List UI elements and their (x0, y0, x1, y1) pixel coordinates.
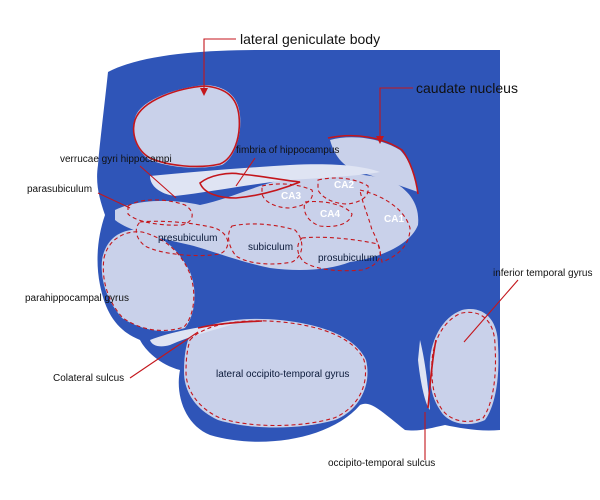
label-presubiculum: presubiculum (158, 233, 217, 244)
label-lateral-occipito-temporal-gyrus: lateral occipito-temporal gyrus (216, 369, 349, 380)
brain-section (97, 50, 501, 442)
label-fimbria-of-hippocampus: fimbria of hippocampus (236, 145, 339, 156)
grey-matter-caudate (330, 137, 418, 192)
label-ca3: CA3 (281, 191, 301, 202)
leader-collateral-sulcus (129, 331, 199, 379)
label-subiculum: subiculum (248, 242, 293, 253)
outline-prosubiculum (297, 236, 381, 272)
label-lateral-geniculate-body: lateral geniculate body (240, 31, 380, 47)
ventricle-gap (150, 164, 380, 196)
outline-caudate-nucleus (327, 134, 419, 195)
label-prosubiculum: prosubiculum (318, 253, 377, 264)
label-parahippocampal-gyrus: parahippocampal gyrus (25, 293, 129, 304)
grey-matter-geniculate (133, 85, 241, 168)
leader-lines (97, 38, 519, 460)
outline-lateral-geniculate-body (132, 85, 241, 168)
inside-labels: presubiculum subiculum prosubiculum late… (158, 180, 404, 380)
outline-inferior-temporal-gyrus (431, 311, 496, 422)
outline-ca2 (317, 177, 369, 205)
label-verrucae-gyri-hippocampi: verrucae gyri hippocampi (60, 154, 172, 165)
leader-inferior-temporal-gyrus (463, 279, 519, 343)
label-ca4: CA4 (320, 209, 340, 220)
occipito-temporal-sulcus-gap (418, 340, 430, 410)
outline-subiculum (227, 223, 303, 265)
label-inferior-temporal-gyrus: inferior temporal gyrus (493, 268, 592, 279)
outline-ca4 (303, 200, 353, 228)
label-occipito-temporal-sulcus: occipito-temporal sulcus (328, 458, 435, 469)
outline-lateral-occipito-temporal-gyrus (185, 320, 366, 426)
annotation-outlines (102, 85, 496, 426)
leader-caudate-nucleus (379, 87, 413, 138)
leader-parasubiculum (97, 192, 131, 209)
outline-collateral-sulcus (197, 320, 263, 329)
label-ca1: CA1 (384, 214, 404, 225)
label-parasubiculum: parasubiculum (27, 184, 92, 195)
grey-matter-parahippocampal (101, 229, 195, 332)
label-caudate-nucleus: caudate nucleus (416, 80, 518, 96)
leader-lateral-geniculate-body (203, 38, 236, 90)
grey-matter-inferior-temporal (429, 309, 499, 425)
label-ca2: CA2 (334, 180, 354, 191)
grey-matter-hippocampus (115, 173, 419, 270)
outline-parahippocampal-gyrus (102, 231, 195, 331)
outline-occipito-temporal-sulcus (427, 339, 437, 409)
outline-ca3 (261, 183, 314, 209)
outline-fimbria (199, 172, 301, 199)
outside-labels: lateral geniculate body caudate nucleus … (25, 31, 592, 469)
outline-ca1 (359, 189, 411, 263)
outline-presubiculum (135, 220, 229, 257)
grey-matter-occipito-temporal (184, 318, 368, 428)
leader-fimbria (235, 157, 256, 187)
leader-verrucae (139, 165, 177, 199)
label-collateral-sulcus: Colateral sulcus (53, 373, 124, 384)
